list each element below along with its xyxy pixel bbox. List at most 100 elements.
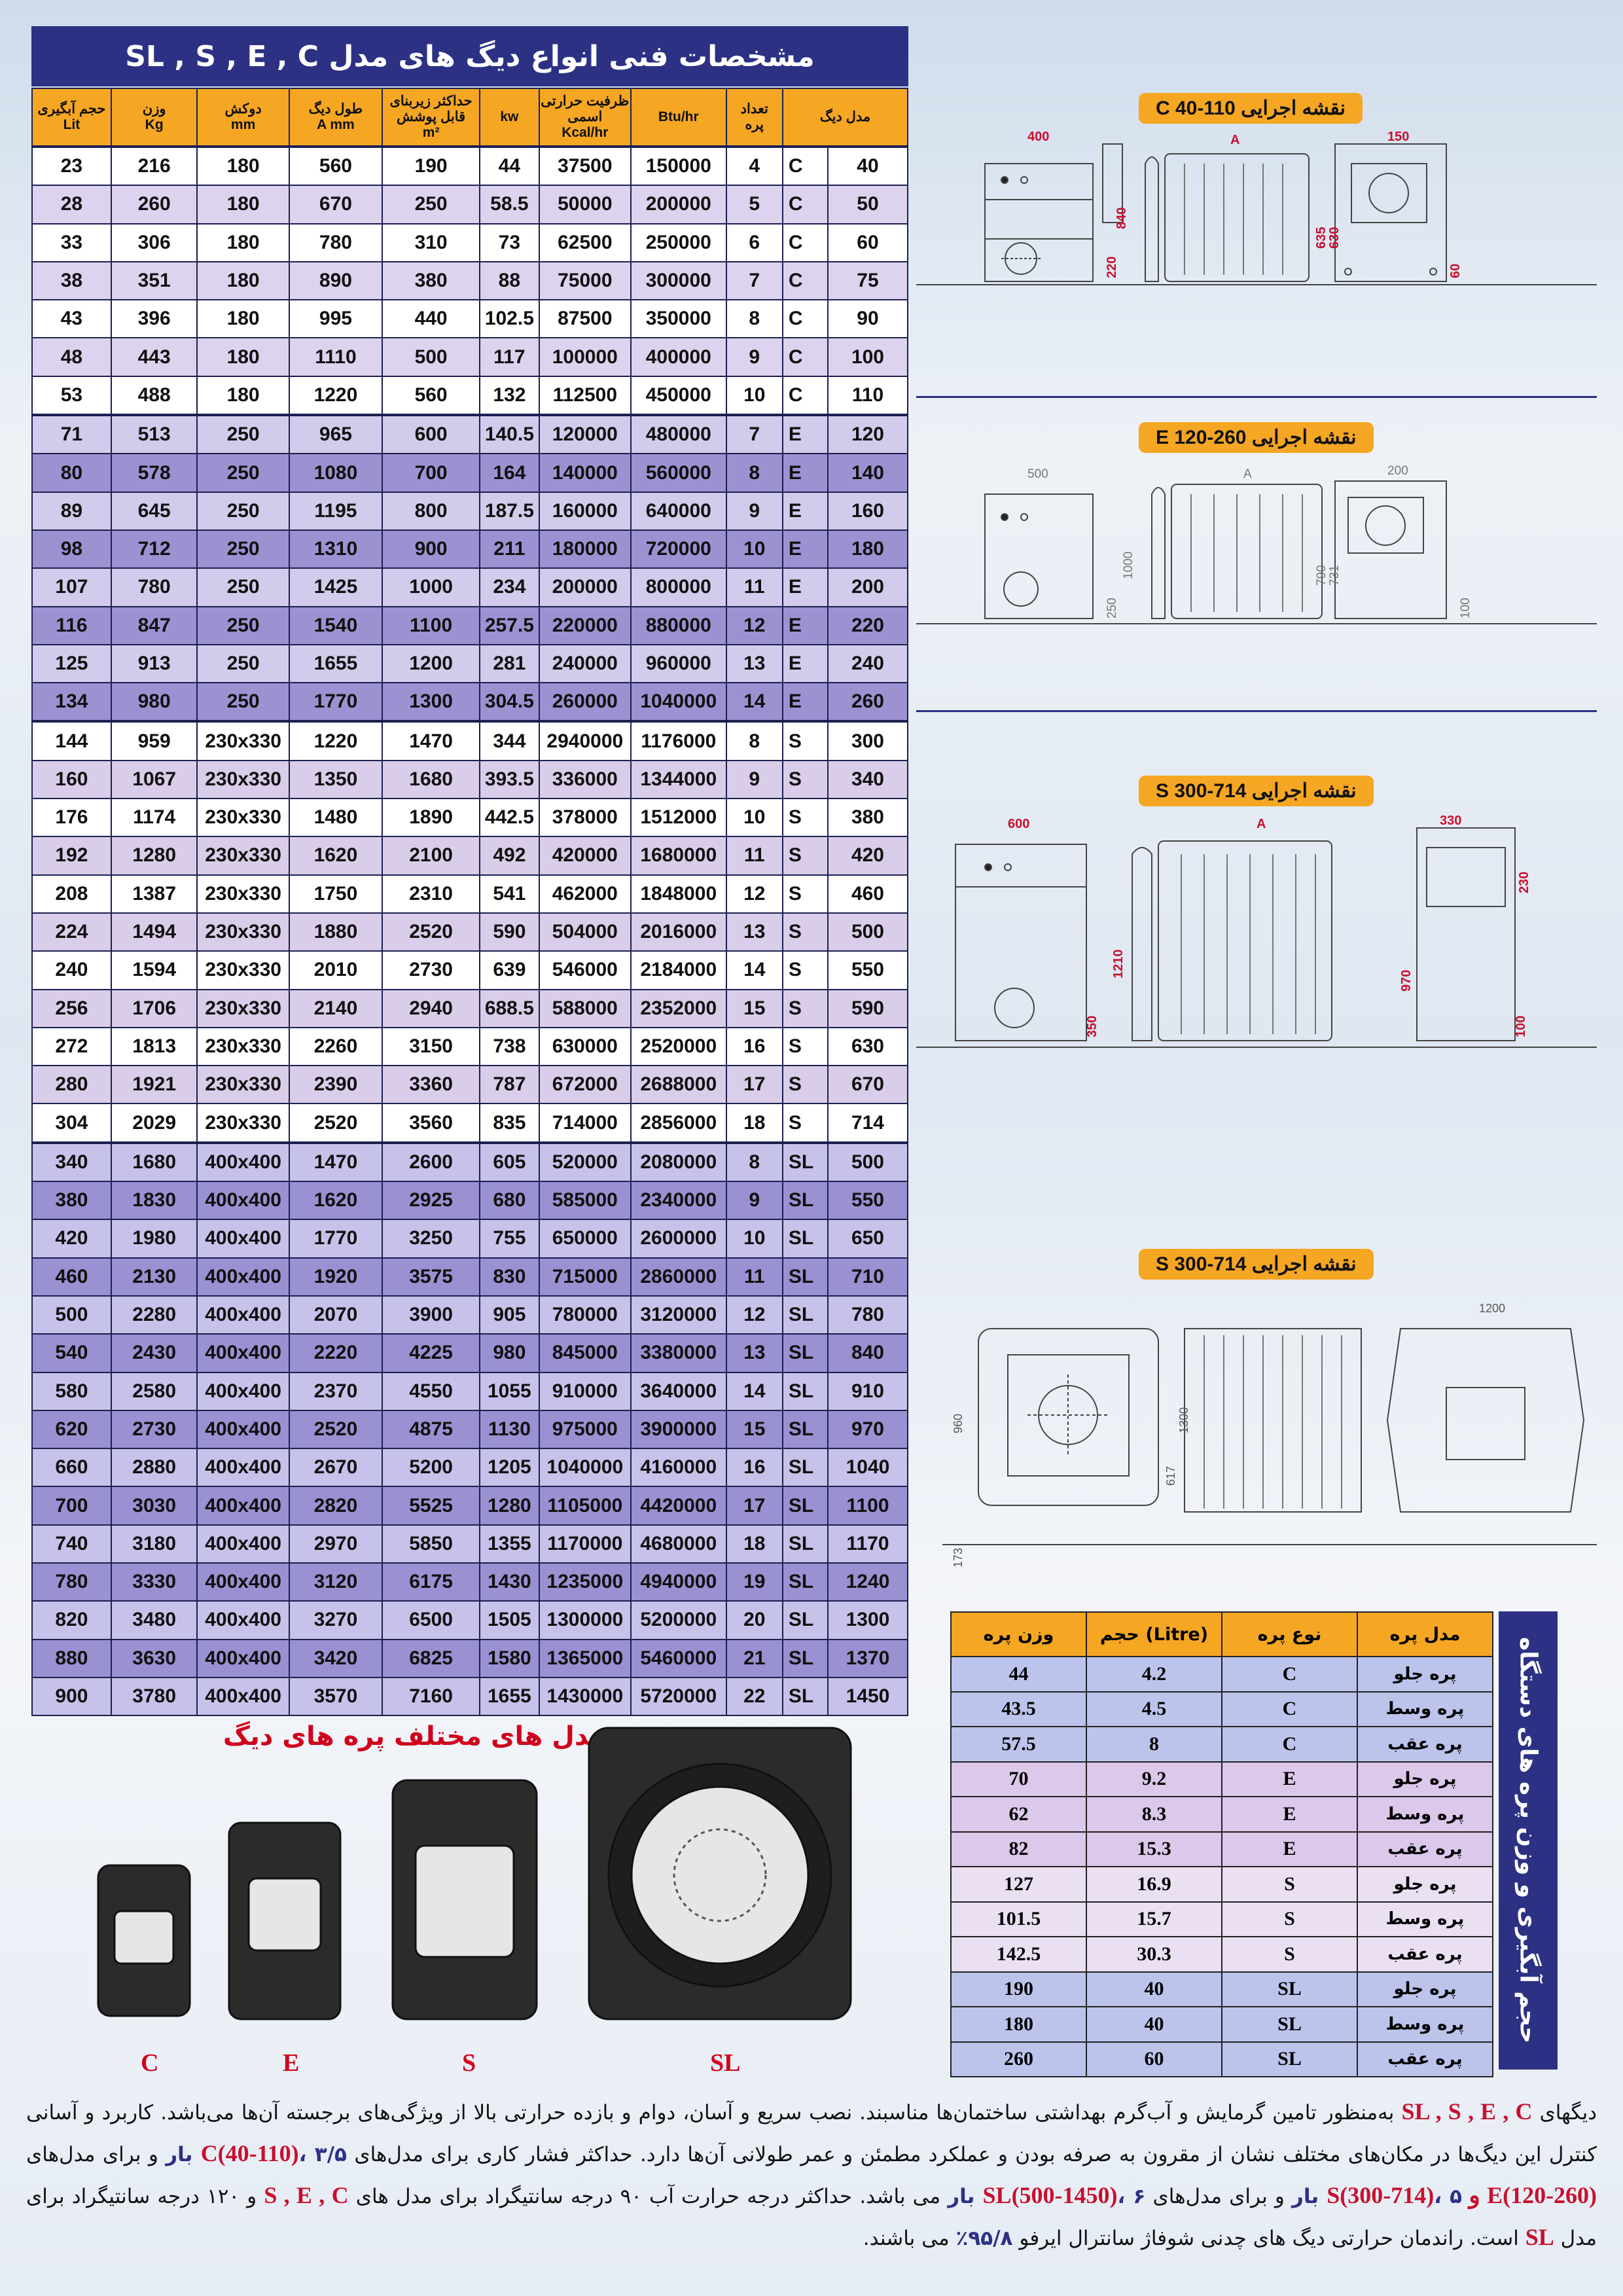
spec-cell: 132 [479,375,540,416]
spec-cell: 304 [31,1103,112,1143]
section-cell: پره عقب [1357,1936,1493,1973]
spec-cell: 33 [31,223,112,262]
spec-cell: 1770 [288,682,383,723]
section-cell: S [1221,1901,1358,1937]
spec-cell: 880 [31,1638,112,1678]
section-cell: 16.9 [1086,1866,1222,1903]
spec-cell: 1040000 [538,1448,632,1488]
spec-cell: 117 [479,337,540,377]
spec-cell: 1067 [110,759,198,800]
spec-cell: 3180 [110,1524,198,1564]
spec-cell: 3900 [382,1295,481,1335]
spec-cell: S [781,798,829,838]
spec-cell: 250 [196,529,290,569]
spec-cell: 880000 [630,605,727,645]
spec-cell: 3250 [382,1219,481,1259]
svg-text:330: 330 [1440,814,1461,828]
spec-cell: 7160 [382,1676,481,1717]
spec-cell: 230x330 [196,912,290,952]
spec-cell: 550 [827,950,909,990]
spec-cell: 462000 [538,874,632,914]
spec-cell: 250 [196,567,290,607]
spec-cell: 88 [479,260,540,301]
drawing-title-c: نقشه اجرایی C 40-110 [1139,93,1363,124]
drawing-title-sl: نقشه اجرایی S 300-714 [1139,1249,1374,1280]
section-cell: C [1221,1691,1358,1727]
section-cell: پره عقب [1357,2041,1493,2077]
spec-cell: 442.5 [479,798,540,838]
spec-cell: 112500 [538,375,632,416]
spec-cell: E [781,567,829,607]
spec-cell: 256 [31,988,112,1028]
spec-cell: 1235000 [538,1562,632,1602]
svg-text:350: 350 [1085,1016,1099,1037]
spec-cell: 6825 [382,1638,481,1678]
spec-cell: 780 [827,1295,909,1335]
spec-cell: 380 [31,1181,112,1221]
spec-cell: 110 [827,375,909,416]
spec-cell: 160 [827,491,909,531]
section-cell: 180 [950,2006,1087,2043]
spec-cell: 1300 [382,682,481,723]
svg-text:630: 630 [1327,227,1342,249]
spec-cell: 14 [725,682,783,723]
spec-cell: 1830 [110,1181,198,1221]
spec-cell: 230x330 [196,1026,290,1067]
spec-cell: 400x400 [196,1295,290,1335]
spec-cell: 257.5 [479,605,540,645]
spec-cell: 9 [725,759,783,800]
spec-cell: 400x400 [196,1600,290,1640]
spec-cell: 4 [725,145,783,187]
spec-cell: 300 [827,720,909,761]
spec-cell: 180 [196,299,290,339]
spec-cell: 5460000 [630,1638,727,1678]
spec-cell: 738 [479,1026,540,1067]
svg-text:A: A [1230,133,1240,147]
spec-cell: S [781,759,829,800]
spec-cell: 1130 [479,1409,540,1450]
spec-cell: 2940000 [538,720,632,761]
spec-cell: 20 [725,1600,783,1640]
spec-cell: 650000 [538,1219,632,1259]
spec-cell: 1920 [288,1257,383,1297]
spec-cell: 18 [725,1103,783,1143]
spec-cell: 50 [827,185,909,224]
spec-cell: 1174 [110,798,198,838]
section-cell: SL [1221,1971,1358,2007]
spec-cell: 400x400 [196,1524,290,1564]
spec-cell: SL [781,1638,829,1678]
spec-cell: 585000 [538,1181,632,1221]
section-cell: E [1221,1761,1358,1797]
spec-cell: 715000 [538,1257,632,1297]
section-header-3: مدل پره [1357,1611,1493,1657]
spec-cell: 1040 [827,1448,909,1488]
section-label-c: C [141,2049,159,2077]
spec-cell: 400x400 [196,1486,290,1526]
spec-cell: E [781,643,829,684]
spec-cell: 845000 [538,1333,632,1373]
spec-cell: 630 [827,1026,909,1067]
spec-cell: 820 [31,1600,112,1640]
spec-cell: 400x400 [196,1141,290,1183]
spec-cell: 107 [31,567,112,607]
spec-cell: 1880 [288,912,383,952]
section-cell: 4.2 [1086,1656,1222,1693]
spec-cell: 192 [31,836,112,876]
spec-cell: 1170000 [538,1524,632,1564]
spec-cell: 960000 [630,643,727,684]
svg-text:100: 100 [1459,598,1472,619]
spec-cell: 910000 [538,1371,632,1411]
spec-cell: 2016000 [630,912,727,952]
spec-cell: 630000 [538,1026,632,1067]
spec-cell: 180 [196,375,290,416]
spec-cell: 965 [288,414,383,455]
spec-cell: SL [781,1371,829,1411]
section-cell: پره وسط [1357,1691,1493,1727]
